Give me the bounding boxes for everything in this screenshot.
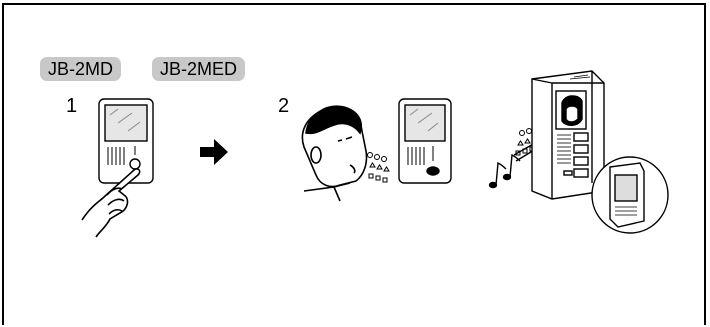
person-speaking-icon (301, 105, 368, 202)
model-badge-jb-2med: JB-2MED (152, 57, 246, 81)
model-badge-jb-2md: JB-2MD (40, 57, 122, 81)
music-notes-icon (488, 153, 521, 189)
hand-pressing-icon (81, 168, 141, 238)
illustration-layer (81, 70, 669, 238)
door-station-1 (98, 98, 154, 184)
right-arrow-icon (200, 139, 228, 165)
step-number-1: 1 (66, 95, 78, 117)
step-number-2: 2 (278, 95, 290, 117)
voice-sound-icon (367, 152, 390, 183)
instruction-panel: JB-2MD JB-2MED 1 2 (2, 3, 706, 325)
master-monitor-station (531, 70, 605, 200)
door-station-2 (398, 98, 452, 184)
handset-inset (591, 156, 669, 234)
